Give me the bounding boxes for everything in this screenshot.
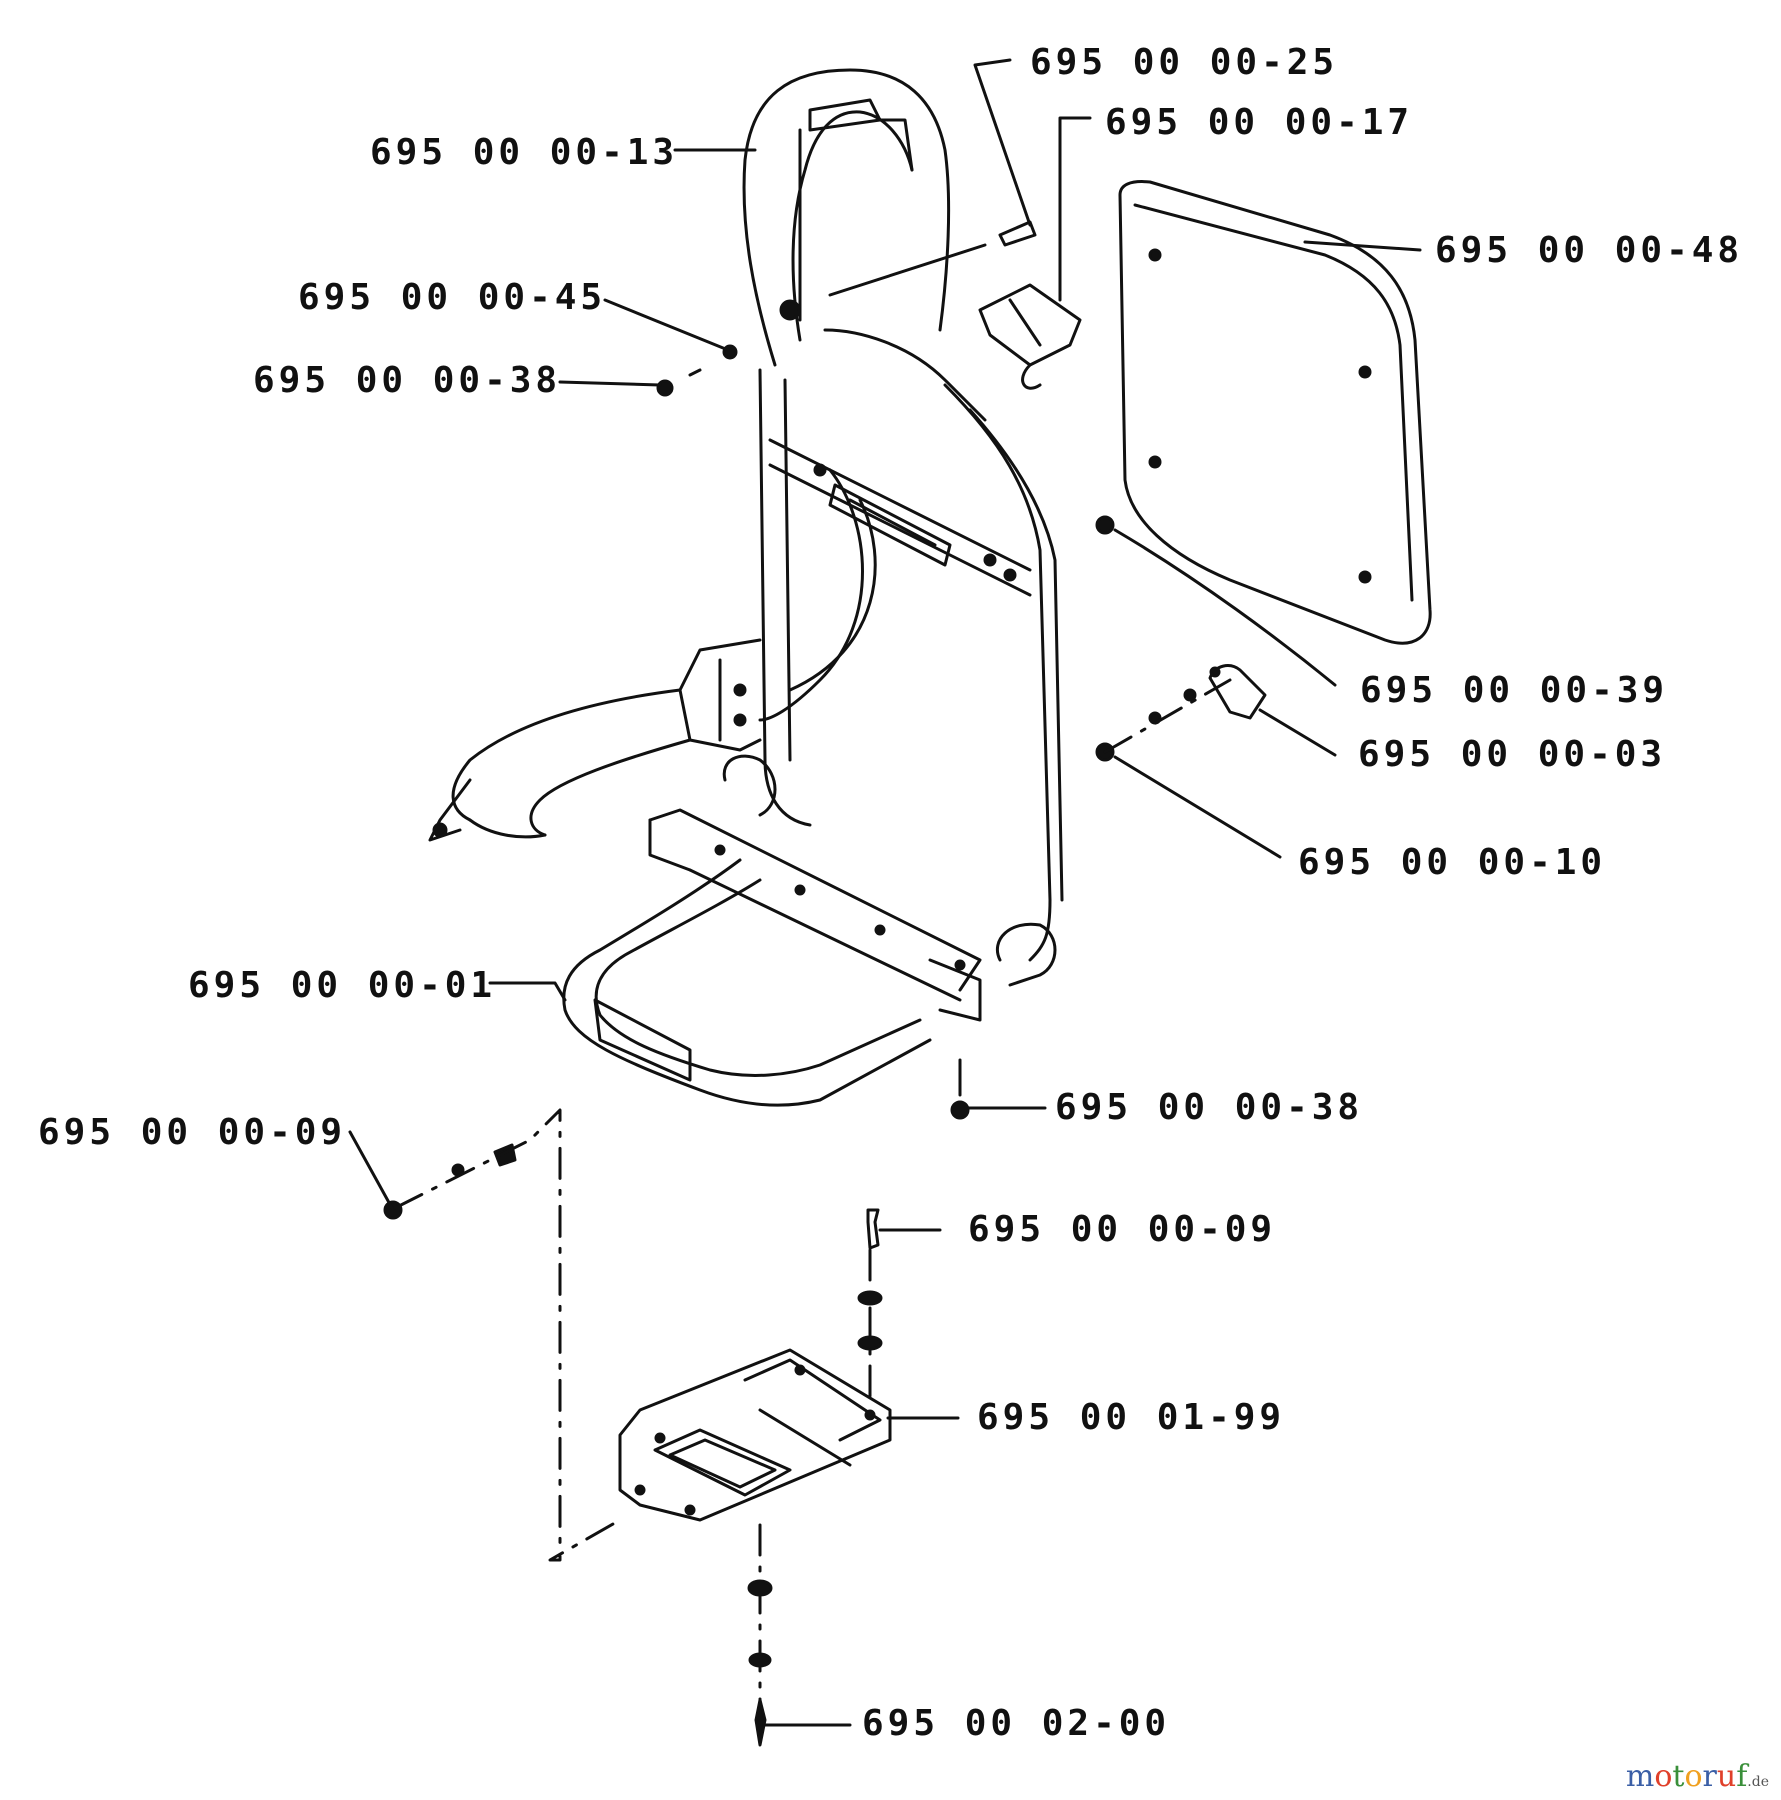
label-part-695-00-00-48: 695 00 00-48 [1435,230,1744,271]
label-part-695-00-01-99: 695 00 01-99 [977,1397,1286,1438]
foot-plate [620,1350,890,1520]
leader-p01 [488,981,567,1002]
label-part-695-00-00-10: 695 00 00-10 [1298,842,1607,883]
leader-p10 [1113,755,1282,859]
watermark-letter: m [1625,1759,1655,1794]
assembly-lines [393,678,1232,1702]
foot-plate-fasteners [749,1210,881,1745]
motoruf-watermark: motoruf.de [1626,1762,1769,1792]
watermark-letter: o [1654,1759,1673,1794]
small-hardware [658,222,1265,1118]
back-pad [1120,182,1430,644]
watermark-tld: .de [1747,1774,1769,1790]
label-part-695-00-00-25: 695 00 00-25 [1030,42,1339,83]
label-part-695-00-00-03: 695 00 00-03 [1358,734,1667,775]
leader-p17 [1058,116,1092,302]
leader-p48 [1303,240,1422,252]
leader-p25 [973,58,1032,227]
shoulder-strap [430,640,760,840]
clamp-bracket [980,285,1080,388]
label-part-695-00-00-38-top: 695 00 00-38 [253,360,562,401]
leader-p09-left [348,1130,394,1210]
handle-loop [744,70,985,420]
label-part-695-00-00-38-bottom: 695 00 00-38 [1055,1087,1364,1128]
vertical-frame [760,370,1062,960]
label-part-695-00-00-09-left: 695 00 00-09 [38,1112,347,1153]
leader-p38-top [558,380,662,387]
leader-lines [348,58,1422,1727]
label-part-695-00-00-45: 695 00 00-45 [298,277,607,318]
watermark-letter: r [1702,1759,1717,1794]
watermark-letter: f [1736,1759,1748,1794]
label-part-695-00-00-17: 695 00 00-17 [1105,102,1414,143]
watermark-letter: u [1716,1759,1737,1794]
label-part-695-00-00-01: 695 00 00-01 [188,965,497,1006]
watermark-letter: o [1684,1759,1703,1794]
label-part-695-00-02-00: 695 00 02-00 [862,1703,1171,1744]
label-part-695-00-00-39: 695 00 00-39 [1360,670,1669,711]
label-part-695-00-00-09-center: 695 00 00-09 [968,1209,1277,1250]
leader-p45 [603,298,730,352]
watermark-letter: t [1672,1759,1685,1794]
bottom-frame [564,756,1055,1105]
leader-p39 [1113,528,1337,687]
leader-p03 [1258,708,1337,757]
label-part-695-00-00-13: 695 00 00-13 [370,132,679,173]
